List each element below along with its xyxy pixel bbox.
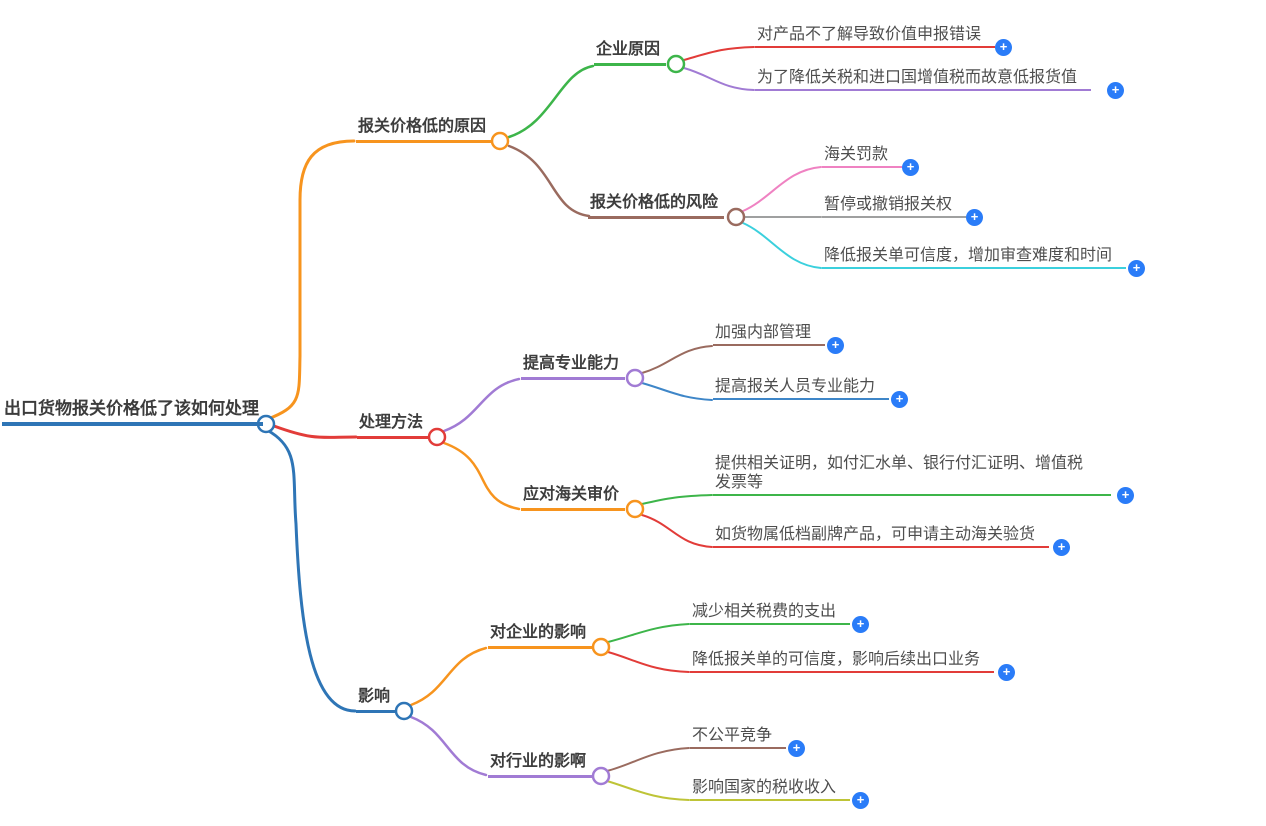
branch-impacts[interactable]: 影响 <box>356 687 397 713</box>
plus-icon[interactable]: + <box>852 616 869 633</box>
plus-icon[interactable]: + <box>902 159 919 176</box>
node-handle-risk[interactable] <box>726 207 746 227</box>
plus-icon[interactable]: + <box>1107 82 1124 99</box>
edge-review-leaf1 <box>641 494 713 505</box>
branch-methods[interactable]: 处理方法 <box>357 413 430 439</box>
leaf-misreport-value[interactable]: 对产品不了解导致价值申报错误 <box>755 25 996 48</box>
plus-icon[interactable]: + <box>891 391 908 408</box>
node-customs-review[interactable]: 应对海关审价 <box>521 485 626 511</box>
node-handle-industry-impact[interactable] <box>591 766 611 786</box>
leaf-staff-skill[interactable]: 提高报关人员专业能力 <box>713 377 890 400</box>
edge-skill-leaf2 <box>641 382 713 401</box>
leaf-unfair-competition[interactable]: 不公平竞争 <box>690 726 787 749</box>
leaf-affect-future-export[interactable]: 降低报关单的可信度，影响后续出口业务 <box>690 650 995 673</box>
edge-iimpact-leaf1 <box>606 747 690 772</box>
node-handle-methods[interactable] <box>427 427 447 447</box>
edge-root-methods <box>272 424 358 439</box>
edge-company-leaf2 <box>683 67 755 91</box>
edge-risk-leaf1 <box>742 166 822 212</box>
leaf-apply-inspection[interactable]: 如货物属低档副牌产品，可申请主动海关验货 <box>713 525 1050 548</box>
plus-icon[interactable]: + <box>995 39 1012 56</box>
node-company-impact[interactable]: 对企业的影响 <box>488 623 593 649</box>
edge-causes-company <box>507 64 595 139</box>
edge-causes-risk <box>507 144 591 218</box>
leaf-suspend-license[interactable]: 暂停或撤销报关权 <box>822 195 967 218</box>
plus-icon[interactable]: + <box>827 337 844 354</box>
edge-review-leaf2 <box>641 514 713 548</box>
plus-icon[interactable]: + <box>1053 539 1070 556</box>
root-node[interactable]: 出口货物报关价格低了该如何处理 <box>2 398 263 426</box>
plus-icon[interactable]: + <box>1117 487 1134 504</box>
leaf-lower-credibility[interactable]: 降低报关单可信度，增加审查难度和时间 <box>822 246 1127 269</box>
plus-icon[interactable]: + <box>966 209 983 226</box>
leaf-internal-management[interactable]: 加强内部管理 <box>713 323 826 346</box>
edge-root-impacts <box>265 428 357 713</box>
node-handle-company-impact[interactable] <box>591 637 611 657</box>
branch-causes[interactable]: 报关价格低的原因 <box>356 117 493 143</box>
node-handle-skill[interactable] <box>625 368 645 388</box>
edge-risk-leaf3 <box>742 222 822 269</box>
plus-icon[interactable]: + <box>1128 260 1145 277</box>
edge-impacts-company <box>409 646 488 707</box>
edge-impacts-industry <box>409 715 488 777</box>
edge-methods-review <box>442 441 521 511</box>
leaf-customs-fine[interactable]: 海关罚款 <box>822 145 903 168</box>
edge-company-leaf1 <box>683 46 755 61</box>
node-handle-company-reasons[interactable] <box>666 54 686 74</box>
node-improve-skill[interactable]: 提高专业能力 <box>521 354 626 380</box>
edge-skill-leaf1 <box>641 345 713 374</box>
edge-cimpact-leaf2 <box>607 651 690 673</box>
edge-iimpact-leaf2 <box>606 780 690 801</box>
node-handle-review[interactable] <box>625 499 645 519</box>
node-industry-impact[interactable]: 对行业的影啊 <box>488 752 593 778</box>
leaf-reduce-tax-cost[interactable]: 减少相关税费的支出 <box>690 602 851 625</box>
leaf-provide-proof[interactable]: 提供相关证明，如付汇水单、银行付汇证明、增值税发票等 <box>713 454 1111 496</box>
leaf-national-tax-revenue[interactable]: 影响国家的税收收入 <box>690 778 851 801</box>
plus-icon[interactable]: + <box>998 664 1015 681</box>
plus-icon[interactable]: + <box>852 792 869 809</box>
edge-methods-skill <box>442 377 521 433</box>
edge-cimpact-leaf1 <box>607 623 690 643</box>
node-company-reasons[interactable]: 企业原因 <box>594 40 667 66</box>
plus-icon[interactable]: + <box>788 740 805 757</box>
node-risk[interactable]: 报关价格低的风险 <box>588 193 725 219</box>
edge-root-causes <box>266 139 356 421</box>
node-handle-impacts[interactable] <box>394 701 414 721</box>
node-handle-causes[interactable] <box>490 131 510 151</box>
leaf-deliberate-underreport[interactable]: 为了降低关税和进口国增值税而故意低报货值 <box>755 68 1092 91</box>
